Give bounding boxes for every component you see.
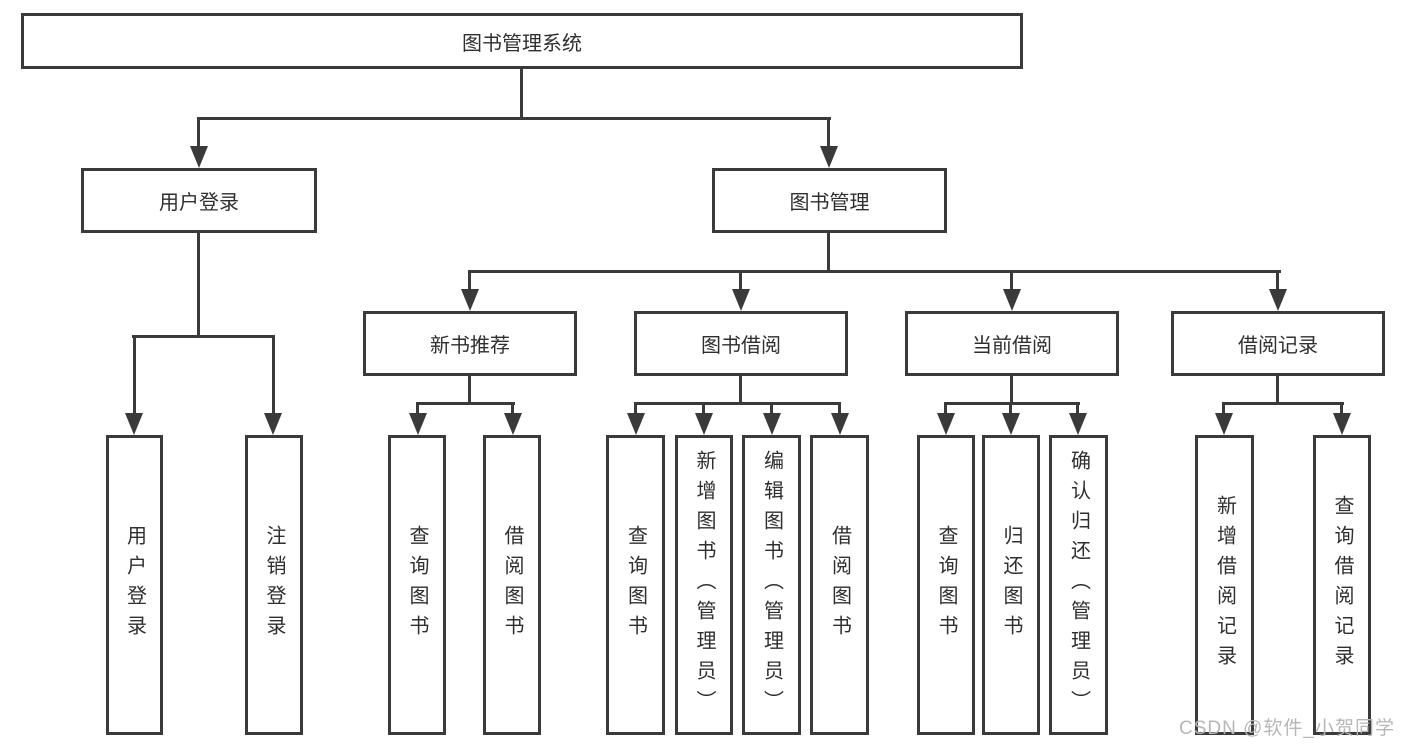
leaf-current-confirm-return: 确认归还（管理员）	[1049, 435, 1108, 735]
connector-to-leaf-user-login	[133, 335, 136, 419]
node-user-login: 用户登录	[81, 168, 317, 233]
leaf-borrow-borrow-book: 借阅图书	[810, 435, 869, 735]
leaf-logout: 注销登录	[245, 435, 303, 735]
connector-to-bb-edit	[770, 402, 773, 417]
connector-to-cb-confirm	[1076, 402, 1079, 417]
watermark: CSDN @软件_小贺同学	[1179, 718, 1395, 739]
connector-book-management-stub	[827, 233, 830, 273]
connector-to-bb-add	[702, 402, 705, 417]
connector-to-bb-borrow	[838, 402, 841, 417]
node-new-book-recommend: 新书推荐	[363, 311, 577, 376]
arrow-down-icon	[1069, 413, 1087, 435]
leaf-current-return-book: 归还图书	[982, 435, 1040, 735]
connector-to-current-borrow	[1010, 270, 1013, 293]
arrow-down-icon	[695, 413, 713, 435]
leaf-borrow-edit-book: 编辑图书（管理员）	[742, 435, 801, 735]
node-book-management: 图书管理	[712, 168, 947, 233]
connector-to-book-management	[827, 117, 830, 152]
connector-to-leaf-logout	[272, 335, 275, 419]
arrow-down-icon	[504, 413, 522, 435]
connector-records-children	[1222, 402, 1344, 405]
connector-level3	[468, 270, 1281, 273]
leaf-borrow-query-book: 查询图书	[606, 435, 665, 735]
connector-current-stub	[1010, 376, 1013, 405]
arrow-down-icon	[937, 413, 955, 435]
arrow-down-icon	[831, 413, 849, 435]
connector-root-stub	[520, 69, 523, 120]
arrow-down-icon	[1215, 413, 1233, 435]
connector-recommend-stub	[468, 376, 471, 405]
connector-level2	[197, 117, 831, 120]
arrow-down-icon	[1333, 413, 1351, 435]
leaf-recommend-query-book: 查询图书	[388, 435, 446, 735]
leaf-user-login: 用户登录	[106, 435, 163, 735]
connector-book-borrow-stub	[739, 376, 742, 405]
connector-user-login-children	[132, 335, 275, 338]
connector-to-new-book-recommend	[468, 270, 471, 293]
connector-to-recommend-query	[416, 402, 419, 417]
connector-to-bb-query	[634, 402, 637, 417]
node-borrow-records: 借阅记录	[1171, 311, 1385, 376]
node-book-borrow: 图书借阅	[634, 311, 848, 376]
connector-to-br-query	[1340, 402, 1343, 417]
arrow-down-icon	[763, 413, 781, 435]
connector-records-stub	[1276, 376, 1279, 405]
arrow-down-icon	[627, 413, 645, 435]
arrow-down-icon	[732, 289, 750, 311]
arrow-down-icon	[1002, 413, 1020, 435]
leaf-records-query-record: 查询借阅记录	[1313, 435, 1371, 735]
arrow-down-icon	[409, 413, 427, 435]
arrow-down-icon	[1269, 289, 1287, 311]
connector-to-cb-return	[1009, 402, 1012, 417]
connector-book-borrow-children	[634, 402, 841, 405]
connector-current-children	[944, 402, 1080, 405]
connector-to-cb-query	[944, 402, 947, 417]
connector-recommend-children	[416, 402, 515, 405]
arrow-down-icon	[190, 146, 208, 168]
arrow-down-icon	[125, 413, 143, 435]
connector-to-book-borrow	[739, 270, 742, 293]
leaf-records-add-record: 新增借阅记录	[1195, 435, 1254, 735]
arrow-down-icon	[1003, 289, 1021, 311]
connector-user-login-stub	[197, 232, 200, 338]
connector-to-user-login	[197, 117, 200, 152]
connector-to-borrow-records	[1276, 270, 1279, 293]
leaf-borrow-add-book: 新增图书（管理员）	[675, 435, 733, 735]
arrow-down-icon	[461, 289, 479, 311]
connector-to-br-add	[1222, 402, 1225, 417]
arrow-down-icon	[820, 146, 838, 168]
leaf-current-query-book: 查询图书	[917, 435, 975, 735]
leaf-recommend-borrow-book: 借阅图书	[483, 435, 541, 735]
node-current-borrow: 当前借阅	[905, 311, 1119, 376]
arrow-down-icon	[264, 413, 282, 435]
node-root: 图书管理系统	[21, 13, 1023, 69]
connector-to-recommend-borrow	[511, 402, 514, 417]
